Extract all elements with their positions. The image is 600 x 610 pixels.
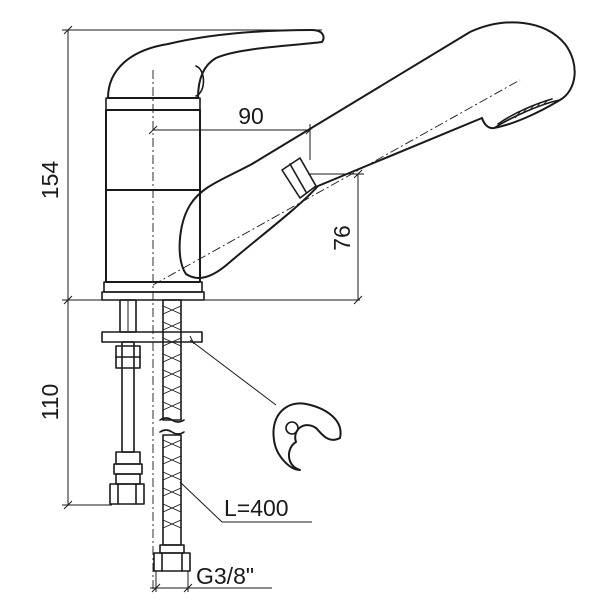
label-spout-height: 76 bbox=[329, 225, 355, 251]
horseshoe-washer-detail bbox=[189, 335, 342, 471]
braided-hose bbox=[159, 299, 185, 546]
lever-pivot bbox=[195, 65, 205, 97]
below-deck-assembly bbox=[101, 299, 203, 572]
pipe-fitting bbox=[113, 463, 143, 475]
spray-head-face bbox=[493, 99, 561, 129]
leader-line-washer bbox=[189, 339, 277, 406]
spout-outline bbox=[178, 21, 576, 279]
dimension-lines bbox=[62, 25, 364, 593]
dimension-labels: 154 110 90 76 L=400 G3/8" bbox=[37, 103, 355, 589]
label-thread: G3/8" bbox=[196, 563, 254, 589]
label-total-height: 154 bbox=[37, 161, 63, 200]
pipe-end-nut bbox=[109, 483, 145, 505]
fixing-washer bbox=[101, 331, 203, 343]
spray-nozzle-grill bbox=[514, 99, 549, 119]
washer-hole bbox=[285, 421, 299, 435]
center-lines bbox=[152, 70, 521, 590]
leader-line-hose bbox=[179, 481, 223, 523]
label-hose-length: L=400 bbox=[224, 495, 289, 521]
spout-ring bbox=[281, 157, 317, 199]
rigid-pipe bbox=[121, 341, 135, 453]
label-below-deck: 110 bbox=[37, 384, 63, 421]
pipe-nut-lower bbox=[115, 451, 141, 465]
pullout-spout bbox=[178, 21, 576, 279]
hose-ferrule bbox=[159, 544, 185, 554]
horseshoe-washer bbox=[272, 402, 342, 471]
lever-handle bbox=[107, 29, 325, 99]
spout-centerline bbox=[152, 79, 521, 286]
pipe-connector bbox=[115, 473, 141, 485]
hose-nut bbox=[153, 552, 191, 572]
label-spout-reach: 90 bbox=[238, 103, 264, 129]
